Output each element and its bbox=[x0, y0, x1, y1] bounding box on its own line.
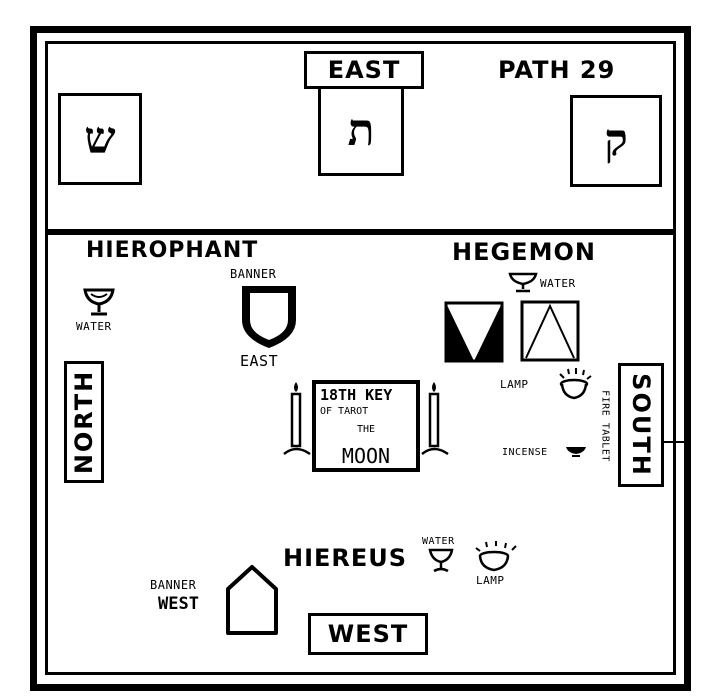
north-label: NORTH bbox=[70, 369, 98, 475]
tav-box: ת bbox=[318, 86, 404, 176]
lamp-icon bbox=[559, 368, 592, 400]
water-cup-icon bbox=[83, 288, 115, 316]
lamp-right-label: LAMP bbox=[500, 378, 529, 391]
chamber-divider bbox=[45, 229, 676, 235]
east-label-box: EAST bbox=[304, 51, 424, 89]
lamp-bottom-label: LAMP bbox=[476, 574, 505, 587]
west-label-box: WEST bbox=[308, 613, 428, 655]
qoph-box: ק bbox=[570, 95, 662, 187]
south-tick bbox=[664, 441, 684, 443]
altar-line2: OF TAROT bbox=[320, 406, 369, 417]
qoph-letter: ק bbox=[604, 115, 628, 166]
banner-top-label: BANNER bbox=[230, 267, 277, 281]
north-label-box: NORTH bbox=[64, 361, 104, 483]
banner-east-label: EAST bbox=[240, 352, 279, 370]
inner-frame bbox=[45, 41, 676, 675]
water-left-label: WATER bbox=[76, 320, 112, 333]
altar-line3: THE bbox=[356, 424, 376, 435]
banner-west-label-1: BANNER bbox=[150, 578, 197, 592]
incense-icon bbox=[566, 447, 586, 457]
banner-west-label-2: WEST bbox=[158, 594, 199, 614]
lamp-icon bbox=[475, 541, 517, 572]
hegemon-label: HEGEMON bbox=[452, 238, 596, 266]
white-pillar-icon bbox=[520, 300, 580, 362]
tarot-altar: 18TH KEY OF TAROT THE MOON bbox=[312, 380, 420, 472]
candle-icon bbox=[421, 382, 449, 456]
water-bottom-label: WATER bbox=[422, 536, 455, 547]
south-label-box: SOUTH bbox=[618, 363, 664, 487]
hiereus-label: HIEREUS bbox=[283, 544, 408, 572]
water-cup-icon bbox=[508, 272, 538, 293]
black-pillar-icon bbox=[444, 301, 504, 363]
outer-frame bbox=[30, 26, 691, 691]
altar-line1: 18TH KEY bbox=[320, 386, 393, 404]
hierophant-label: HIEROPHANT bbox=[86, 238, 259, 263]
tav-letter: ת bbox=[347, 105, 375, 156]
water-right-label: WATER bbox=[540, 277, 576, 290]
candle-icon bbox=[283, 382, 311, 456]
shin-box: ש bbox=[58, 93, 142, 185]
west-label: WEST bbox=[327, 620, 409, 648]
east-label: EAST bbox=[327, 56, 401, 84]
south-label: SOUTH bbox=[627, 373, 655, 477]
water-cup-icon bbox=[428, 548, 454, 573]
banner-west-icon bbox=[226, 565, 278, 635]
altar-line4: MOON bbox=[341, 444, 391, 468]
shield-banner-icon bbox=[242, 286, 296, 348]
path-label: PATH 29 bbox=[498, 56, 616, 84]
incense-label: INCENSE bbox=[502, 447, 548, 458]
shin-letter: ש bbox=[84, 113, 116, 164]
fire-tablet-label: FIRE TABLET bbox=[599, 390, 611, 462]
